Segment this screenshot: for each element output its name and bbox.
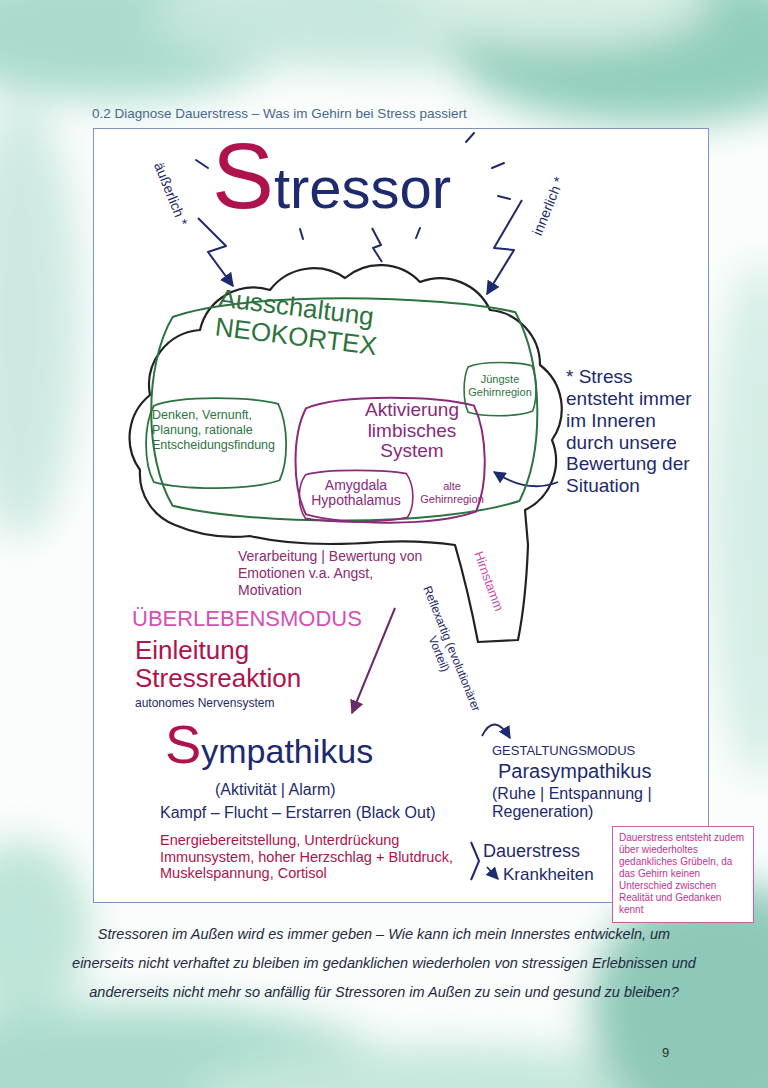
text-holder: Parasympathikus [498,760,678,783]
mode-heading: GESTALTUNGSMODUS [492,744,662,759]
closing-question: Stressoren im Außen wird es immer geben … [66,920,702,1007]
lightning-arrow [487,200,522,294]
region-line [146,398,286,488]
stage-heading: Einleitung Stressreaktion [135,636,365,692]
stage-note: autonomes Nervensystem [135,697,335,711]
wash-blob [0,840,90,1020]
region-line [299,470,413,521]
note-box: Dauerstress entsteht zudem über wiederho… [612,826,754,923]
text-holder: Kampf – Flucht – Erstarren (Black Out) [160,804,480,822]
text-holder: Ausschaltung NEOKORTEX [214,284,491,374]
region-text: alte Gehirnregion [417,480,487,505]
text-holder: (Aktivität | Alarm) [215,781,415,799]
region-text: Amygdala Hypothalamus [302,478,410,509]
switch-arrow [482,724,510,738]
region-heading: Aktivierung limbisches System [342,400,482,462]
ray [498,196,510,199]
mode-heading: ÜBERLEBENSMODUS [132,606,372,631]
text-holder: Stressor [212,128,542,225]
text-holder: GESTALTUNGSMODUS [492,744,662,759]
trend-arrow [487,867,498,879]
brain-outline [130,265,562,642]
text-holder: Dauerstress [483,841,593,862]
text-holder: autonomes Nervensystem [135,697,335,711]
page-heading: 0.2 Diagnose Dauerstress – Was im Gehirn… [92,106,692,122]
wash-blob [410,0,710,45]
text-holder: * Stress entsteht immer im Inneren durch… [566,366,700,497]
function-note: Verarbeitung | Bewertung von Emotionen v… [238,548,430,598]
text-holder: Energiebereitstellung, Unterdrückung Imm… [160,832,468,882]
young-region: Jüngste Gehirnregion [462,360,538,418]
lightning-mark [372,228,382,262]
ray [300,229,303,239]
text-holder: ÜBERLEBENSMODUS [132,606,372,631]
text-holder: (Ruhe | Entspannung | Regeneration) [492,785,670,822]
text-holder: Einleitung Stressreaktion [135,636,365,692]
effect-list: Energiebereitstellung, Unterdrückung Imm… [160,832,468,882]
text-holder: 9 [662,1046,686,1061]
text-holder: Verarbeitung | Bewertung von Emotionen v… [238,548,430,598]
limbic-region: Aktivierung limbisches System alte Gehirn… [290,392,490,528]
arrow-label: äußerlich * [146,148,195,239]
system-note: (Aktivität | Alarm) [215,781,415,799]
system-note: (Ruhe | Entspannung | Regeneration) [492,785,670,822]
text-holder: Jüngste Gehirnregion [466,373,534,398]
text-holder: Reflexartig (evolutionärer Vorteil) [406,583,484,720]
text-holder: innerlich * [523,160,572,251]
wash-blob [710,260,768,780]
ray [196,160,208,168]
text-holder: äußerlich * [146,148,195,239]
outcome-label: Krankheiten [503,865,603,885]
text-holder: Krankheiten [503,865,603,885]
function-region: Denken, Vernunft, Planung, rationale Ent… [142,394,290,492]
bracket [471,842,479,880]
amygdala-region: Amygdala Hypothalamus [296,468,416,524]
page-number: 9 [662,1046,686,1061]
text-holder: Stressoren im Außen wird es immer geben … [66,920,702,1007]
region-heading: Ausschaltung NEOKORTEX [214,284,491,374]
region-text: Jüngste Gehirnregion [466,373,534,398]
text-holder: Amygdala Hypothalamus [302,478,410,509]
text-holder: Dauerstress entsteht zudem über wiederho… [619,832,747,916]
ray [492,163,504,168]
text-holder: Aktivierung limbisches System [342,400,482,462]
text-holder: 0.2 Diagnose Dauerstress – Was im Gehirn… [92,106,692,122]
system-heading: Parasympathikus [498,760,678,783]
text-holder: Sympathikus [165,716,425,773]
side-note: * Stress entsteht immer im Inneren durch… [566,366,700,497]
ray [416,228,420,238]
wash-blob [0,100,80,540]
neocortex-region: Ausschaltung NEOKORTEXDenken, Vernunft, … [140,288,548,530]
text-holder: Denken, Vernunft, Planung, rationale Ent… [152,408,280,453]
stressor-heading: Stressor [212,128,542,225]
text-holder: Hirnstamm [468,543,508,620]
lightning-arrow [198,218,233,286]
text-holder: alte Gehirnregion [417,480,487,505]
system-heading: Sympathikus [165,716,425,773]
part-note: Reflexartig (evolutionärer Vorteil) [406,583,484,720]
part-label: Hirnstamm [468,543,508,620]
arrow-label: innerlich * [523,160,572,251]
ray [466,133,474,142]
reaction-list: Kampf – Flucht – Erstarren (Black Out) [160,804,480,822]
region-text: Denken, Vernunft, Planung, rationale Ent… [152,408,280,453]
note-text: Dauerstress entsteht zudem über wiederho… [619,832,747,916]
outcome-label: Dauerstress [483,841,593,862]
